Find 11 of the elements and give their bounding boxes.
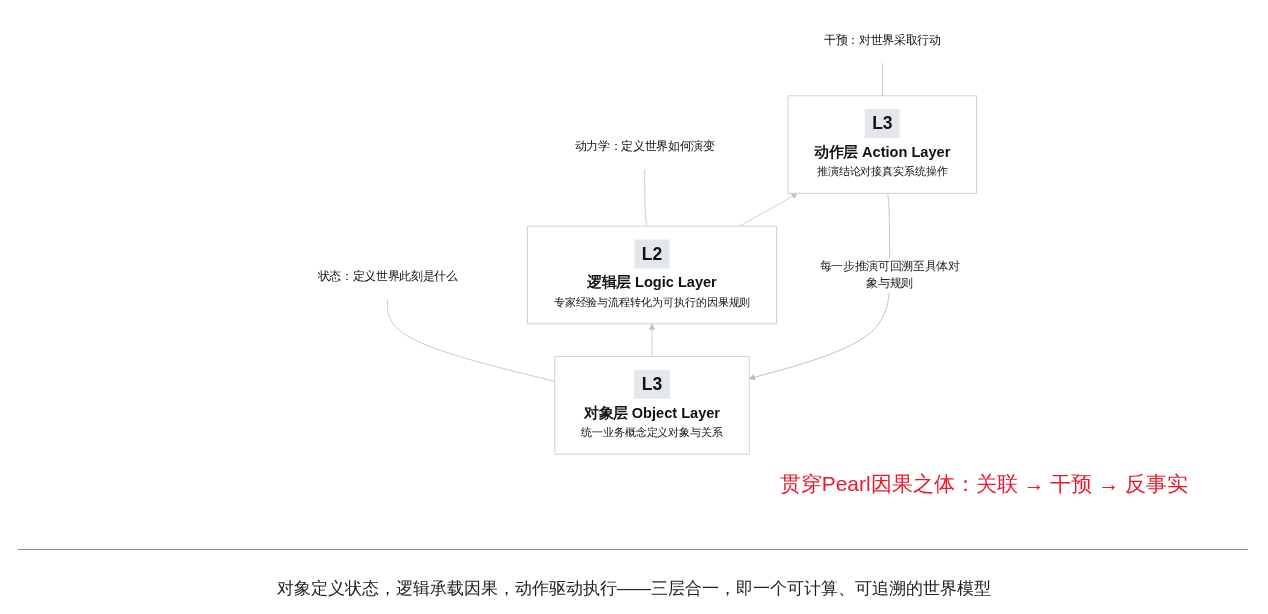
edge-label: 每一步推演可回溯至具体对象与规则 (819, 259, 960, 290)
node-box: L3 对象层 Object Layer 统一业务概念定义对象与关系 (554, 356, 750, 455)
node-box: L3 动作层 Action Layer 推演结论对接真实系统操作 (787, 95, 978, 194)
node-text: 干预：对世界采取行动 (824, 33, 941, 46)
connector (881, 62, 883, 97)
node-text: 动力学：定义世界如何演变 (574, 139, 715, 153)
connector (644, 168, 647, 227)
node-text: 状态：定义世界此刻是什么 (317, 270, 458, 283)
node-box: L2 逻辑层 Logic Layer 专家经验与流程转化为可执行的因果规则 (526, 225, 778, 325)
caption: 对象定义状态，逻辑承载因果，动作驱动执行——三层合一，即一个可计算、可追溯的世界模型 (277, 578, 991, 600)
note-text: 贯穿Pearl因果之体：关联 → 干预 → 反事实 (779, 471, 1188, 497)
